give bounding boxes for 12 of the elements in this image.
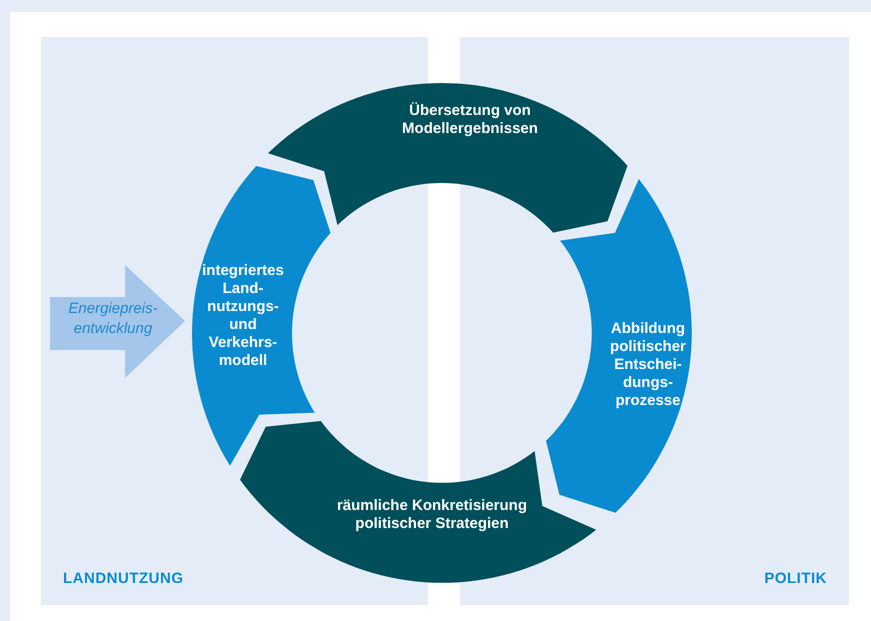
- segment-label: räumliche Konkretisierung politischer Strategien: [336, 496, 528, 533]
- cycle-arrow-segment: [268, 83, 628, 233]
- cycle-arrow-segment: [546, 179, 692, 513]
- segment-label: Abbildung politischer Entschei- dungs- prozesse: [609, 320, 687, 410]
- segment-label: Übersetzung von Modellergebnissen: [401, 102, 539, 138]
- panel-heading: POLITIK: [764, 570, 827, 587]
- segment-label: integriertes Land- nutzungs- und Verkehrs- modell: [201, 262, 285, 370]
- input-arrow: [50, 265, 185, 378]
- cycle-arrow-segment: [192, 166, 331, 466]
- panel-heading: LANDNUTZUNG: [63, 570, 184, 587]
- cycle-arrow-segment: [240, 421, 596, 583]
- arrow-label: Energiepreis- entwicklung: [67, 299, 159, 339]
